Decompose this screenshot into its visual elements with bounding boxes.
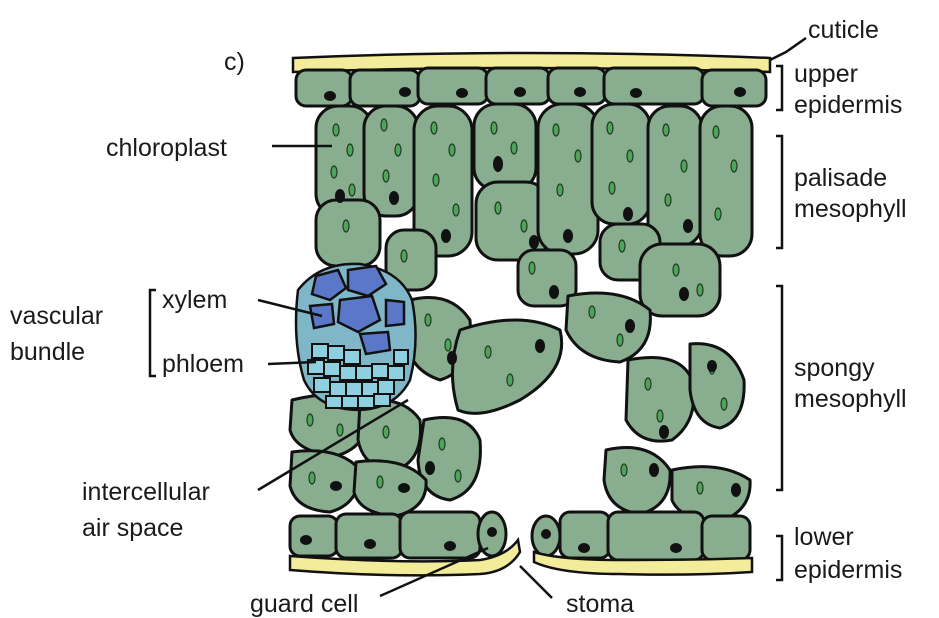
- label-vascular-2: bundle: [10, 338, 85, 366]
- label-guard-cell: guard cell: [250, 590, 358, 618]
- upper-epidermis-cells: [296, 68, 766, 106]
- label-stoma: stoma: [566, 590, 634, 618]
- panel-letter: c): [224, 48, 245, 76]
- label-spongy-2: mesophyll: [794, 385, 907, 413]
- label-upper-epidermis-1: upper: [794, 60, 858, 88]
- lower-left-cells: [290, 395, 426, 516]
- vascular-bundle: [296, 264, 416, 410]
- label-upper-epidermis-2: epidermis: [794, 91, 902, 119]
- label-palisade-1: palisade: [794, 164, 887, 192]
- label-vascular-1: vascular: [10, 302, 103, 330]
- label-lower-epidermis-2: epidermis: [794, 556, 902, 584]
- label-cuticle: cuticle: [808, 16, 879, 44]
- label-lower-epidermis-1: lower: [794, 523, 854, 551]
- label-palisade-2: mesophyll: [794, 195, 907, 223]
- label-chloroplast: chloroplast: [106, 134, 227, 162]
- label-air-space-1: intercellular: [82, 478, 210, 506]
- label-phloem: phloem: [162, 350, 244, 378]
- label-spongy-1: spongy: [794, 354, 875, 382]
- label-air-space-2: air space: [82, 514, 183, 542]
- label-xylem: xylem: [162, 286, 227, 314]
